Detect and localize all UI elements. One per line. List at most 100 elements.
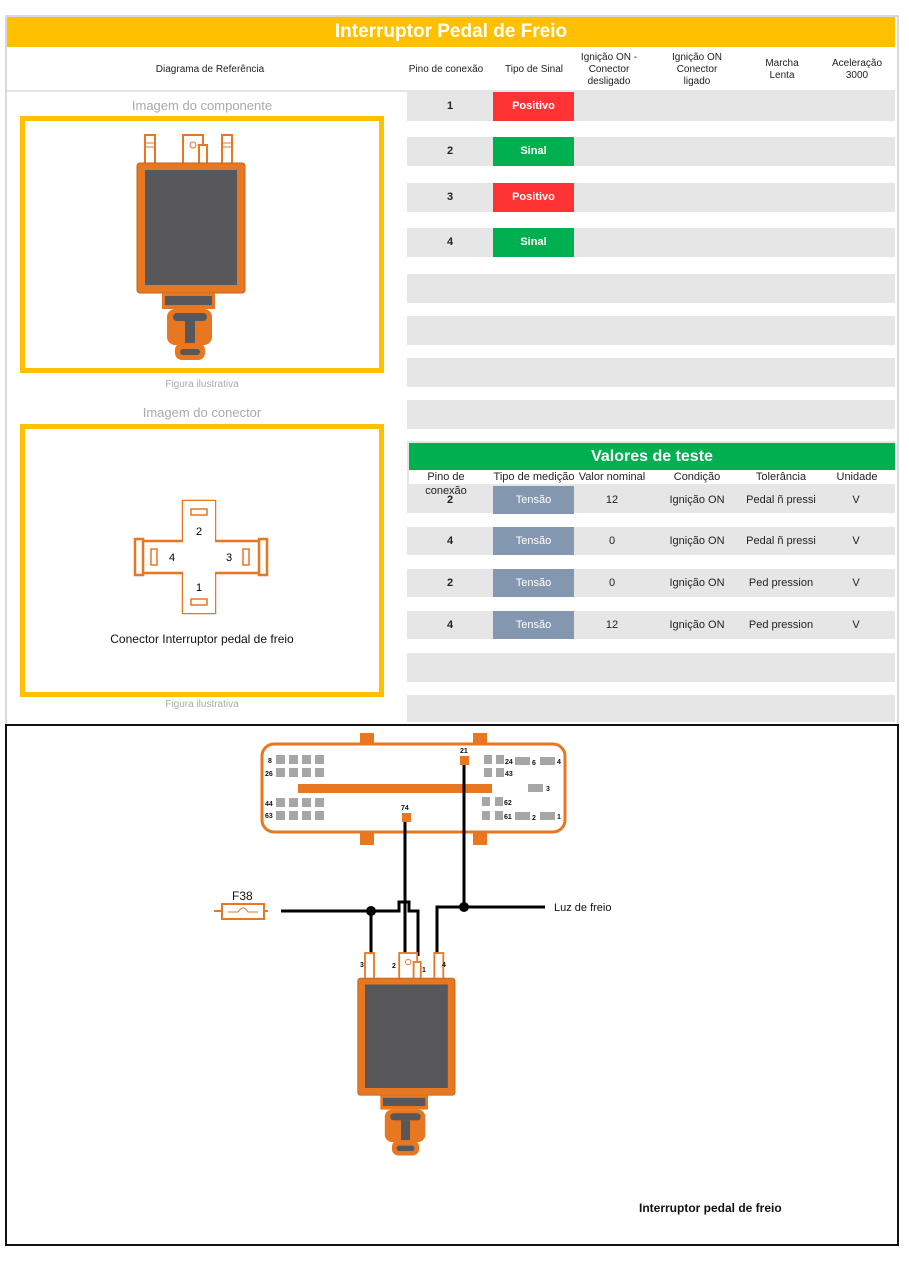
cell-tolerance: Ped pression [748,619,814,631]
component-figure-note: Figura ilustrativa [165,379,239,390]
diagram-caption: Interruptor pedal de freio [639,1201,782,1215]
cell-tolerance: Pedal ñ pressi [746,535,816,547]
cell-pin: 4 [446,535,454,547]
ecu-pin-label: 4 [557,759,561,766]
th-pin: Pino de conexão [425,471,467,497]
component-caption: Imagem do componente [131,98,273,113]
empty-row [407,316,895,345]
cell-nominal: 12 [605,494,619,506]
ecu-pin-label: 74 [401,805,409,812]
header-idle: Marcha Lenta [765,58,799,81]
header-diagram: Diagrama de Referência [155,64,265,75]
empty-row [407,274,895,303]
cell-unit: V [852,619,860,631]
empty-row [407,358,895,387]
test-header: Pino de conexão Tipo de medição Valor no… [409,470,895,497]
signal-badge: Positivo [493,183,574,212]
table-row: 3 Positivo [407,183,895,212]
table-row: 4 Sinal [407,228,895,257]
pin-number: 2 [446,145,454,157]
cell-type: Tensão [493,486,574,514]
component-image-frame [20,116,384,373]
test-title: Valores de teste [409,443,895,470]
signal-badge: Sinal [493,137,574,166]
cell-condition: Ignição ON [669,577,725,589]
test-panel [407,441,895,722]
brake-switch-icon [357,952,456,1156]
cell-condition: Ignição ON [669,535,725,547]
cell-pin: 2 [446,494,454,506]
spacer [407,513,895,527]
table-row: 2 Sinal [407,137,895,166]
cell-tolerance: Ped pression [748,577,814,589]
th-condition: Condição [673,471,721,483]
connector-pin-1: 1 [196,582,202,594]
cell-unit: V [852,494,860,506]
empty-row [407,400,895,429]
signal-badge: Sinal [493,228,574,257]
header-ign-off: Ignição ON - Conector desligado [580,52,638,87]
table-row: 1 Positivo [407,92,895,121]
ecu-pin-label: 2 [532,815,536,822]
wires [281,765,545,956]
divider [7,90,895,92]
connector-figure-note: Figura ilustrativa [165,699,239,710]
connector-face-icon: 2 1 4 3 [133,499,269,615]
cell-type: Tensão [493,611,574,639]
switch-pin-label: 2 [392,963,396,970]
test-row: 2 Tensão 0 Ignição ON Ped pression V [407,569,895,597]
header-ign-on: Ignição ON Conector ligado [671,52,723,87]
ecu-connector-icon: 8 26 44 63 21 74 24 43 62 61 6 4 3 2 1 [260,733,567,845]
header-signal-type: Tipo de Sinal [505,64,563,75]
ecu-pin-label: 44 [265,801,273,808]
connector-label: Conector Interruptor pedal de freio [110,632,294,646]
ecu-pin-label: 3 [546,786,550,793]
switch-pin-label: 3 [360,962,364,969]
connector-pin-4: 4 [169,552,175,564]
cell-nominal: 12 [605,619,619,631]
connector-pin-2: 2 [196,526,202,538]
cell-pin: 2 [446,577,454,589]
cell-condition: Ignição ON [669,619,725,631]
pin-number: 3 [446,191,454,203]
ecu-pin-label: 24 [505,759,513,766]
header-accel: Aceleração 3000 [831,58,883,81]
th-tolerance: Tolerância [755,471,807,483]
test-row: 2 Tensão 12 Ignição ON Pedal ñ pressi V [407,486,895,514]
cell-pin: 4 [446,619,454,631]
cell-type: Tensão [493,569,574,597]
cell-tolerance: Pedal ñ pressi [746,494,816,506]
spacer [407,639,895,653]
wiring-diagram-panel [5,724,899,1246]
page-title: Interruptor Pedal de Freio [7,17,895,47]
header-pin: Pino de conexão [408,64,484,75]
fuse-icon: F38 [214,889,268,920]
ecu-pin-label: 1 [557,814,561,821]
pin-number: 4 [446,236,454,248]
switch-pin-label: 1 [422,967,426,974]
ecu-pin-label: 43 [505,771,513,778]
ecu-pin-label: 63 [265,813,273,820]
cell-unit: V [852,535,860,547]
th-unit: Unidade [836,471,878,483]
cell-unit: V [852,577,860,589]
switch-pin-label: 4 [442,962,446,969]
cell-condition: Ignição ON [669,494,725,506]
spacer [407,555,895,569]
ecu-pin-label: 62 [504,800,512,807]
connector-pin-3: 3 [226,552,232,564]
ecu-pin-label: 8 [268,758,272,765]
signal-badge: Positivo [493,92,574,121]
ecu-pin-label: 21 [460,748,468,755]
cell-nominal: 0 [608,577,616,589]
spacer [407,597,895,611]
th-nominal: Valor nominal [578,471,646,483]
fuse-label: F38 [232,889,253,903]
spacer [407,682,895,695]
cell-nominal: 0 [608,535,616,547]
connector-caption: Imagem do conector [142,405,262,420]
top-panel [5,15,899,724]
pin-number: 1 [446,100,454,112]
brake-switch-icon [136,134,246,360]
